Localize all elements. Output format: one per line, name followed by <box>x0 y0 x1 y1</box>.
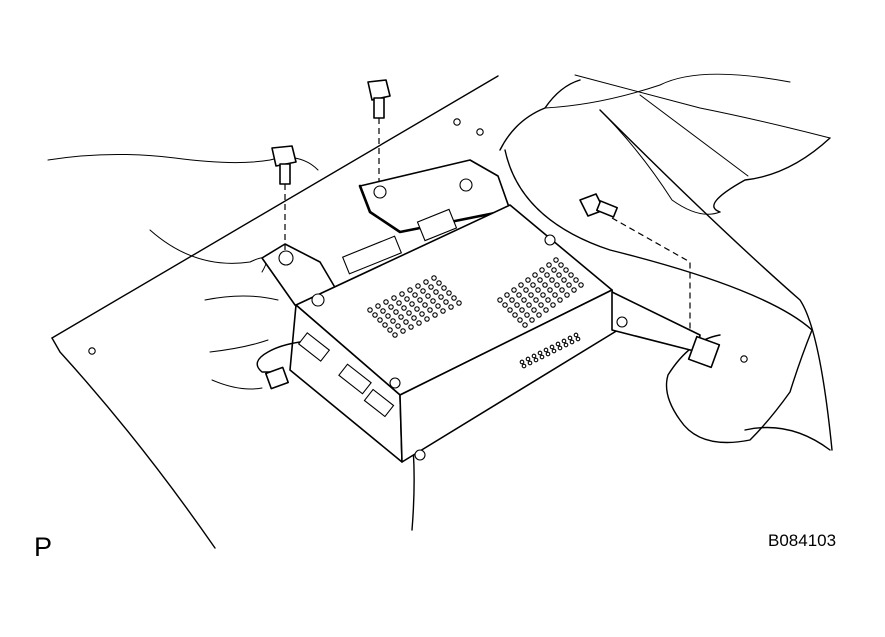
control-unit-bracket <box>261 159 701 463</box>
bolt-3-icon <box>579 193 619 218</box>
vehicle-floor-panel <box>47 73 833 549</box>
vent-grille <box>367 257 584 369</box>
view-letter: P <box>34 532 53 562</box>
bolt-2-icon <box>271 145 297 254</box>
body-holes <box>88 118 748 363</box>
bracket-holes <box>278 178 628 461</box>
connectors <box>297 208 458 418</box>
figure-code: B084103 <box>768 531 837 550</box>
bolt-1-icon <box>367 79 391 182</box>
wire-harness <box>256 335 721 390</box>
